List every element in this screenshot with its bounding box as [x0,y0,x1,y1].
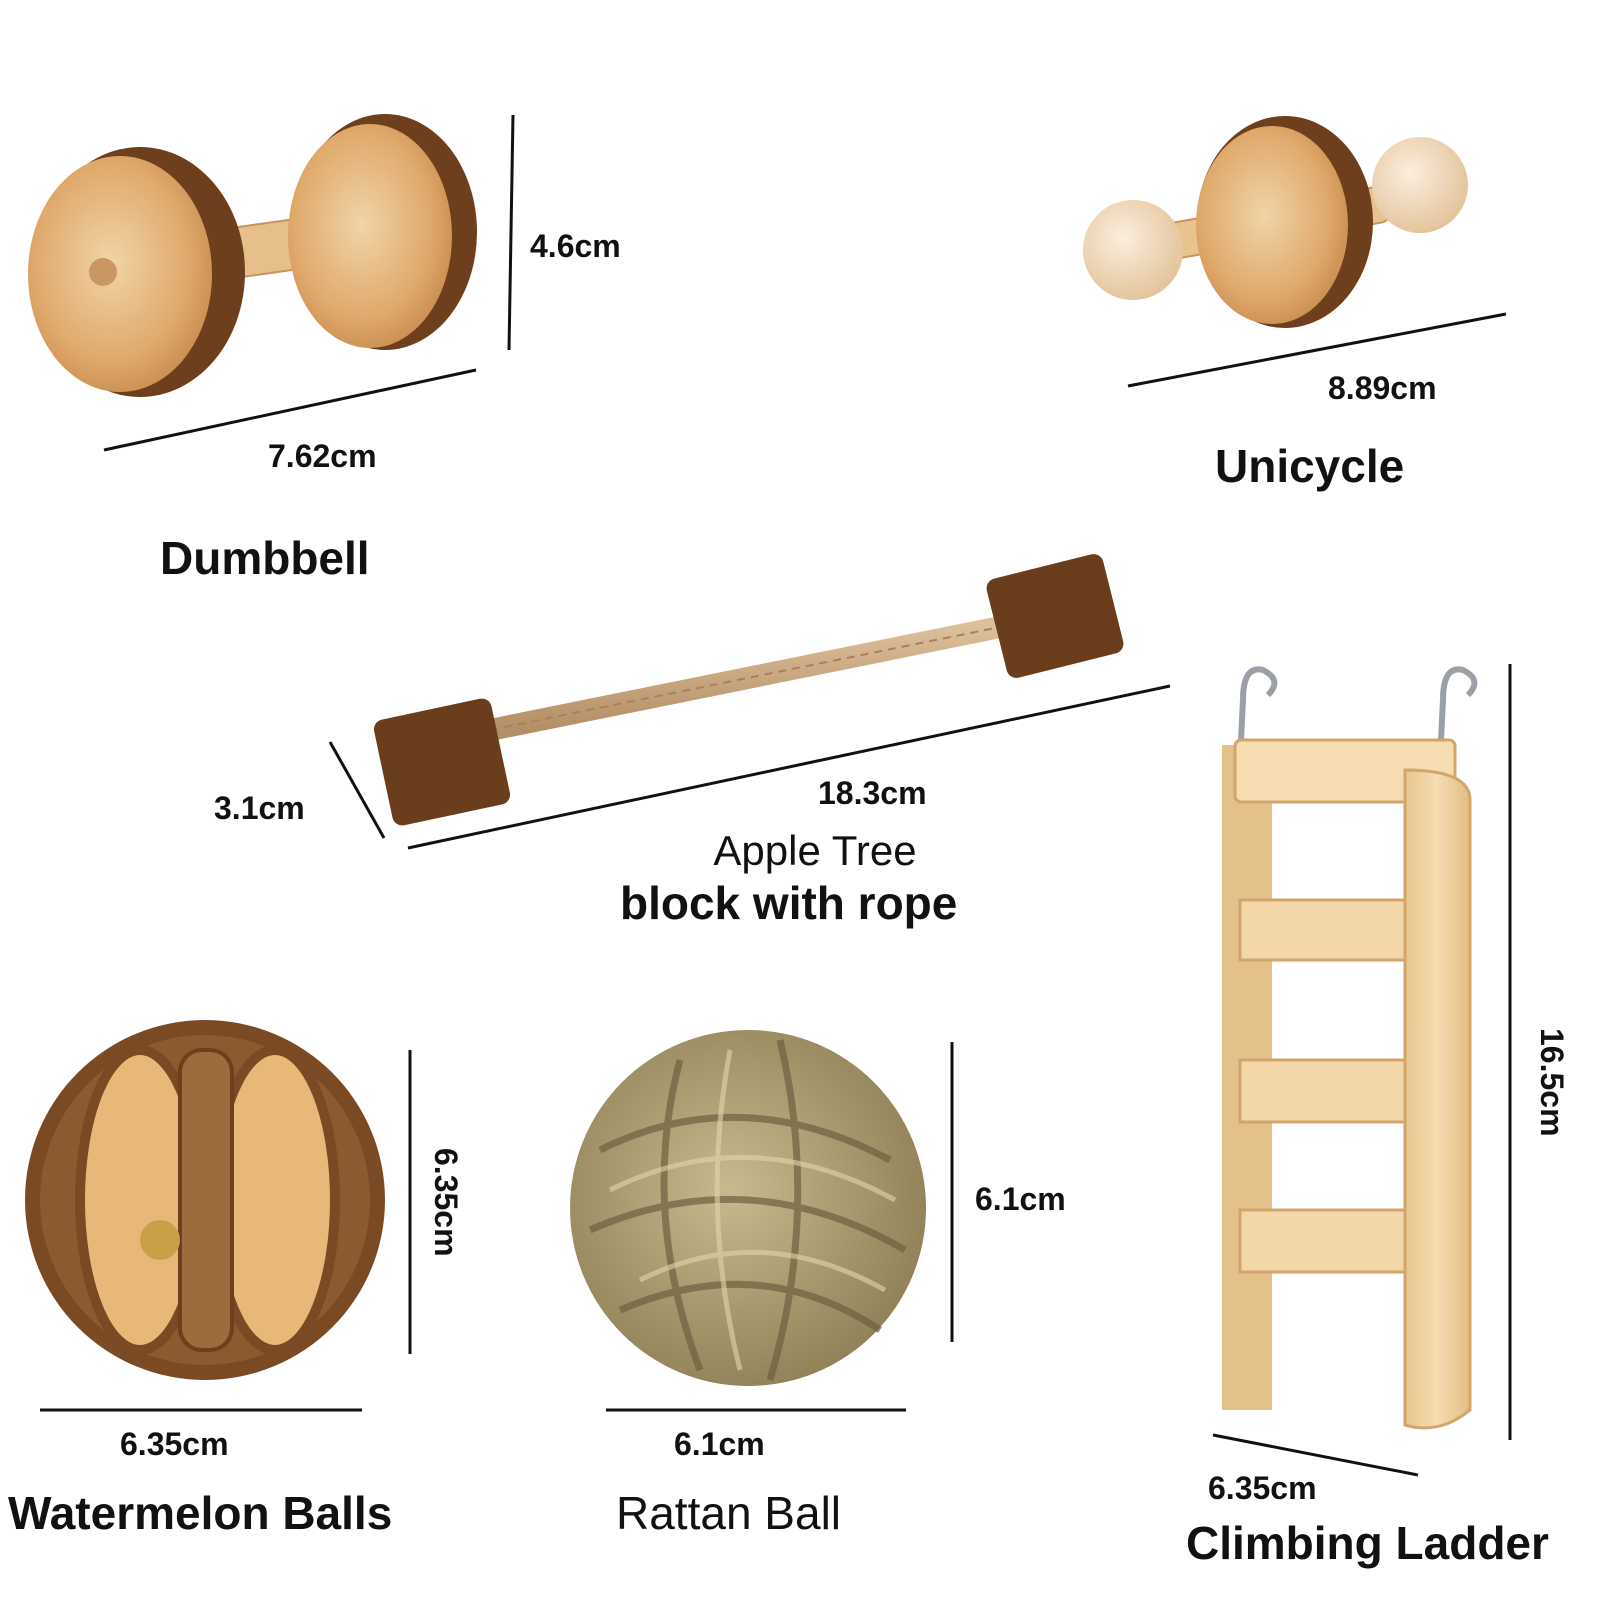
dumbbell-title: Dumbbell [160,532,370,584]
apple-length-label: 18.3cm [818,775,927,811]
watermelon-ball-image [25,1020,385,1380]
unicycle-title: Unicycle [1215,440,1405,492]
apple-height-line [328,741,386,839]
ladder-width-line [1212,1433,1419,1477]
dumbbell-height-label: 4.6cm [530,228,621,264]
apple-title-line2: block with rope [620,877,958,929]
watermelon-width-label: 6.35cm [120,1426,229,1462]
rattan-title: Rattan Ball [616,1487,842,1539]
unicycle-length-line [1127,312,1507,388]
dumbbell-image [28,114,477,397]
apple-height-label: 3.1cm [214,790,305,826]
apple-block-image [373,554,1124,826]
rattan-ball-image [570,1030,926,1386]
dumbbell-height-line [507,114,515,351]
dumbbell-length-line [103,368,477,452]
apple-title-line1: Apple Tree [713,827,917,874]
watermelon-height-label: 6.35cm [428,1148,464,1257]
apple-length-line [407,684,1171,850]
ladder-width-label: 6.35cm [1208,1470,1317,1506]
rattan-height-label: 6.1cm [975,1181,1066,1217]
unicycle-length-label: 8.89cm [1328,370,1437,406]
ladder-height-label: 16.5cm [1534,1028,1570,1137]
dumbbell-length-label: 7.62cm [268,438,377,474]
ladder-title: Climbing Ladder [1186,1517,1549,1569]
rattan-width-label: 6.1cm [674,1426,765,1462]
watermelon-title: Watermelon Balls [8,1487,393,1539]
unicycle-image [1083,116,1468,328]
ladder-image [1222,666,1478,1430]
